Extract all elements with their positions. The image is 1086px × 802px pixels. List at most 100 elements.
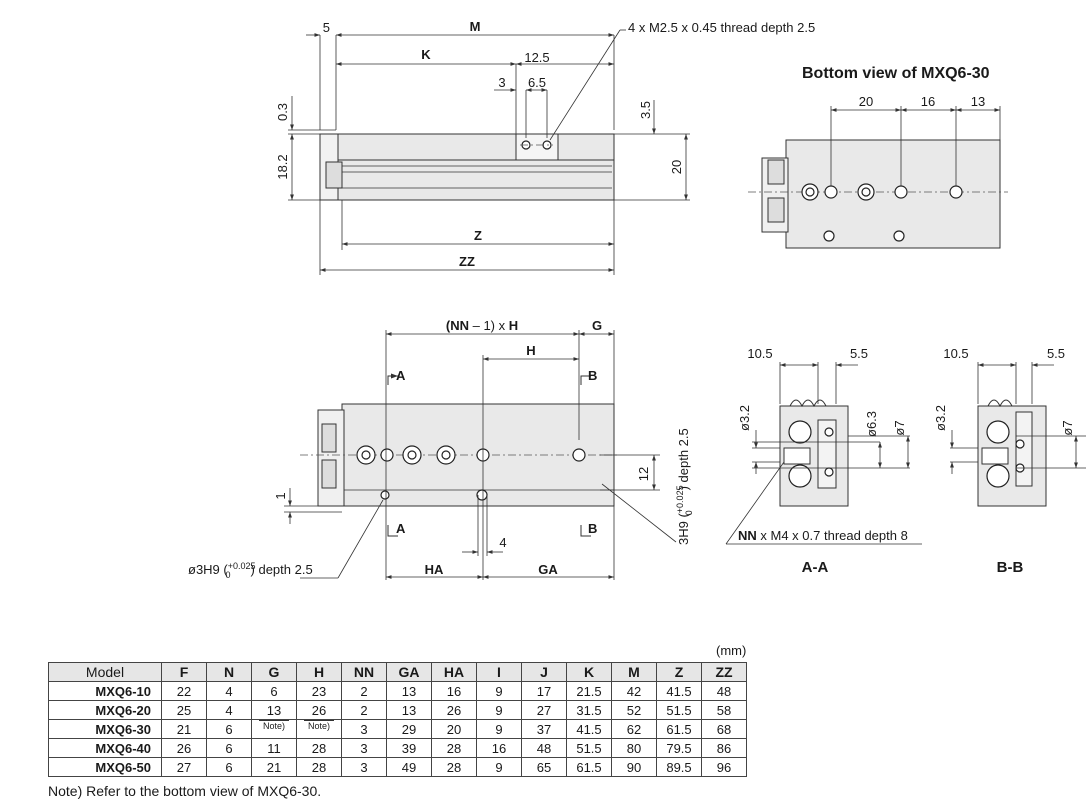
dim-12: 12 <box>636 467 651 481</box>
table-cell: 16 <box>476 738 522 758</box>
table-cell: 3 <box>341 757 387 777</box>
table-cell: 62 <box>611 719 657 739</box>
table-cell: 9 <box>476 681 522 701</box>
table-cell: 28 <box>296 757 342 777</box>
table-cell: 86 <box>701 738 747 758</box>
table-cell: 65 <box>521 757 567 777</box>
column-header: J <box>521 662 567 682</box>
column-header: N <box>206 662 252 682</box>
section-mark-b-bottom: B <box>588 521 597 536</box>
dim-1: 1 <box>273 492 288 499</box>
dim-18-2: 18.2 <box>275 154 290 179</box>
column-header: GA <box>386 662 432 682</box>
table-cell: 3 <box>341 738 387 758</box>
model-cell: MXQ6-40 <box>48 738 162 758</box>
column-header: NN <box>341 662 387 682</box>
table-cell: 48 <box>521 738 567 758</box>
dim-aa-5-5: 5.5 <box>850 346 868 361</box>
note-marker: Note) <box>303 720 334 731</box>
dim-zz: ZZ <box>459 254 475 269</box>
table-cell: 17 <box>521 681 567 701</box>
table-cell: 28 <box>431 738 477 758</box>
section-aa-label: A-A <box>802 559 829 576</box>
table-cell: 31.5 <box>566 700 612 720</box>
dim-6-5: 6.5 <box>528 75 546 90</box>
table-cell: 61.5 <box>656 719 702 739</box>
dim-bb-10-5: 10.5 <box>943 346 968 361</box>
column-header: ZZ <box>701 662 747 682</box>
table-unit: (mm) <box>716 643 747 658</box>
table-cell: 51.5 <box>566 738 612 758</box>
section-b-b: 10.5 5.5 ø3.2 ø7 B-B <box>933 346 1086 576</box>
table-cell: 27 <box>161 757 207 777</box>
dim-h: H <box>526 343 535 358</box>
column-header: F <box>161 662 207 682</box>
model-cell: MXQ6-50 <box>48 757 162 777</box>
table-cell: 39 <box>386 738 432 758</box>
dim-m: M <box>470 19 481 34</box>
table-cell: Note) <box>251 719 297 739</box>
dim-nn-h: (NN – 1) x H <box>446 318 518 333</box>
table-cell: 21 <box>161 719 207 739</box>
dim-20: 20 <box>669 160 684 174</box>
table-cell: 29 <box>386 719 432 739</box>
dim-bb-5-5: 5.5 <box>1047 346 1065 361</box>
bottom-view: Bottom view of MXQ6-30 20 16 13 <box>748 65 1008 249</box>
table-cell: 27 <box>521 700 567 720</box>
table-cell: 26 <box>296 700 342 720</box>
model-cell: MXQ6-30 <box>48 719 162 739</box>
table-cell: 25 <box>161 700 207 720</box>
side-view: (NN – 1) x H G H A B A B 12 1 4 HA G <box>188 318 694 580</box>
table-cell: 48 <box>701 681 747 701</box>
table-cell: 80 <box>611 738 657 758</box>
table-cell: 61.5 <box>566 757 612 777</box>
table-cell: 6 <box>206 719 252 739</box>
dim-0-3: 0.3 <box>275 103 290 121</box>
table-cell: Note) <box>296 719 342 739</box>
table-cell: 6 <box>251 681 297 701</box>
dim-aa-7: ø7 <box>892 420 907 435</box>
dim-bottom-20: 20 <box>859 94 873 109</box>
table-cell: 4 <box>206 700 252 720</box>
table-cell: 28 <box>431 757 477 777</box>
table-cell: 37 <box>521 719 567 739</box>
column-header: Z <box>656 662 702 682</box>
table-cell: 6 <box>206 738 252 758</box>
table-cell: 4 <box>206 681 252 701</box>
table-cell: 9 <box>476 757 522 777</box>
table-cell: 13 <box>251 700 297 720</box>
table-cell: 3 <box>341 719 387 739</box>
section-a-a: 10.5 5.5 ø3.2 ø6.3 ø7 NN x M4 x 0.7 thre… <box>725 346 922 576</box>
table-cell: 26 <box>431 700 477 720</box>
dim-ha: HA <box>425 562 444 577</box>
table-cell: 2 <box>341 700 387 720</box>
table-cell: 23 <box>296 681 342 701</box>
model-cell: MXQ6-10 <box>48 681 162 701</box>
table-cell: 58 <box>701 700 747 720</box>
table-cell: 49 <box>386 757 432 777</box>
column-header: Model <box>48 662 162 682</box>
table-cell: 21.5 <box>566 681 612 701</box>
section-bb-label: B-B <box>997 559 1024 576</box>
dim-3-5: 3.5 <box>638 101 653 119</box>
table-cell: 21 <box>251 757 297 777</box>
pin-hole-right-callout: 3H9 (+0.0250) depth 2.5 <box>675 428 694 545</box>
table-cell: 6 <box>206 757 252 777</box>
bottom-view-title: Bottom view of MXQ6-30 <box>802 65 990 82</box>
column-header: G <box>251 662 297 682</box>
table-cell: 90 <box>611 757 657 777</box>
column-header: H <box>296 662 342 682</box>
table-cell: 96 <box>701 757 747 777</box>
dim-k: K <box>421 47 431 62</box>
table-cell: 22 <box>161 681 207 701</box>
thread-callout: 4 x M2.5 x 0.45 thread depth 2.5 <box>628 20 815 35</box>
dim-3: 3 <box>498 75 505 90</box>
dim-bottom-16: 16 <box>921 94 935 109</box>
table-footnote: Note) Refer to the bottom view of MXQ6-3… <box>48 783 322 799</box>
top-view: 5 M K 12.5 3 6.5 4 x M2.5 x 0.45 thread … <box>275 19 815 275</box>
